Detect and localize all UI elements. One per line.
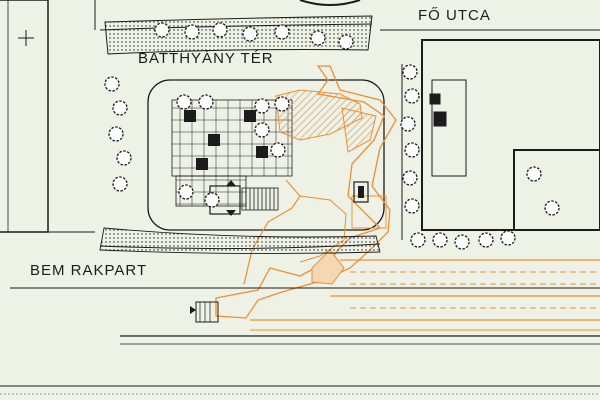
tree-icon <box>204 192 220 208</box>
fo-utca-label: FŐ UTCA <box>418 7 491 24</box>
tree-icon <box>544 200 560 216</box>
tree-icon <box>404 142 420 158</box>
tree-icon <box>526 166 542 182</box>
tree-icon <box>478 232 494 248</box>
tree-icon <box>402 64 418 80</box>
tree-icon <box>454 234 470 250</box>
tree-icon <box>198 94 214 110</box>
tree-icon <box>108 126 124 142</box>
batthyany-square-outline <box>147 79 385 231</box>
tree-icon <box>176 94 192 110</box>
tree-icon <box>242 26 258 42</box>
right-building-blocks <box>401 39 600 240</box>
tree-icon <box>500 230 516 246</box>
tree-icon <box>338 34 354 50</box>
top-planting-strip <box>104 15 373 55</box>
bem-rakpart-label: BEM RAKPART <box>30 262 148 279</box>
tree-icon <box>432 232 448 248</box>
tree-icon <box>112 100 128 116</box>
south-stair-icon <box>190 301 219 323</box>
proposed-station-structure <box>215 65 397 319</box>
tree-icon <box>178 184 194 200</box>
tree-icon <box>254 122 270 138</box>
trees-group <box>104 22 560 250</box>
tree-icon <box>254 98 270 114</box>
left-building-block <box>0 0 49 233</box>
tree-icon <box>184 24 200 40</box>
tree-icon <box>404 88 420 104</box>
tree-icon <box>154 22 170 38</box>
plaza-steps <box>241 187 279 211</box>
tree-icon <box>404 198 420 214</box>
north-arrow-icon <box>226 180 236 216</box>
tree-icon <box>402 170 418 186</box>
tree-icon <box>270 142 286 158</box>
tree-icon <box>104 76 120 92</box>
lower-planting-strip <box>99 227 381 255</box>
tree-icon <box>274 96 290 112</box>
tree-icon <box>400 116 416 132</box>
tree-icon <box>410 232 426 248</box>
batthyany-ter-label: BATTHYÁNY TÉR <box>138 50 274 67</box>
tree-icon <box>274 24 290 40</box>
tree-icon <box>112 176 128 192</box>
proposed-platform-lines <box>250 259 600 331</box>
tree-icon <box>116 150 132 166</box>
tree-icon <box>310 30 326 46</box>
quay-edge <box>0 384 600 400</box>
tree-icon <box>212 22 228 38</box>
